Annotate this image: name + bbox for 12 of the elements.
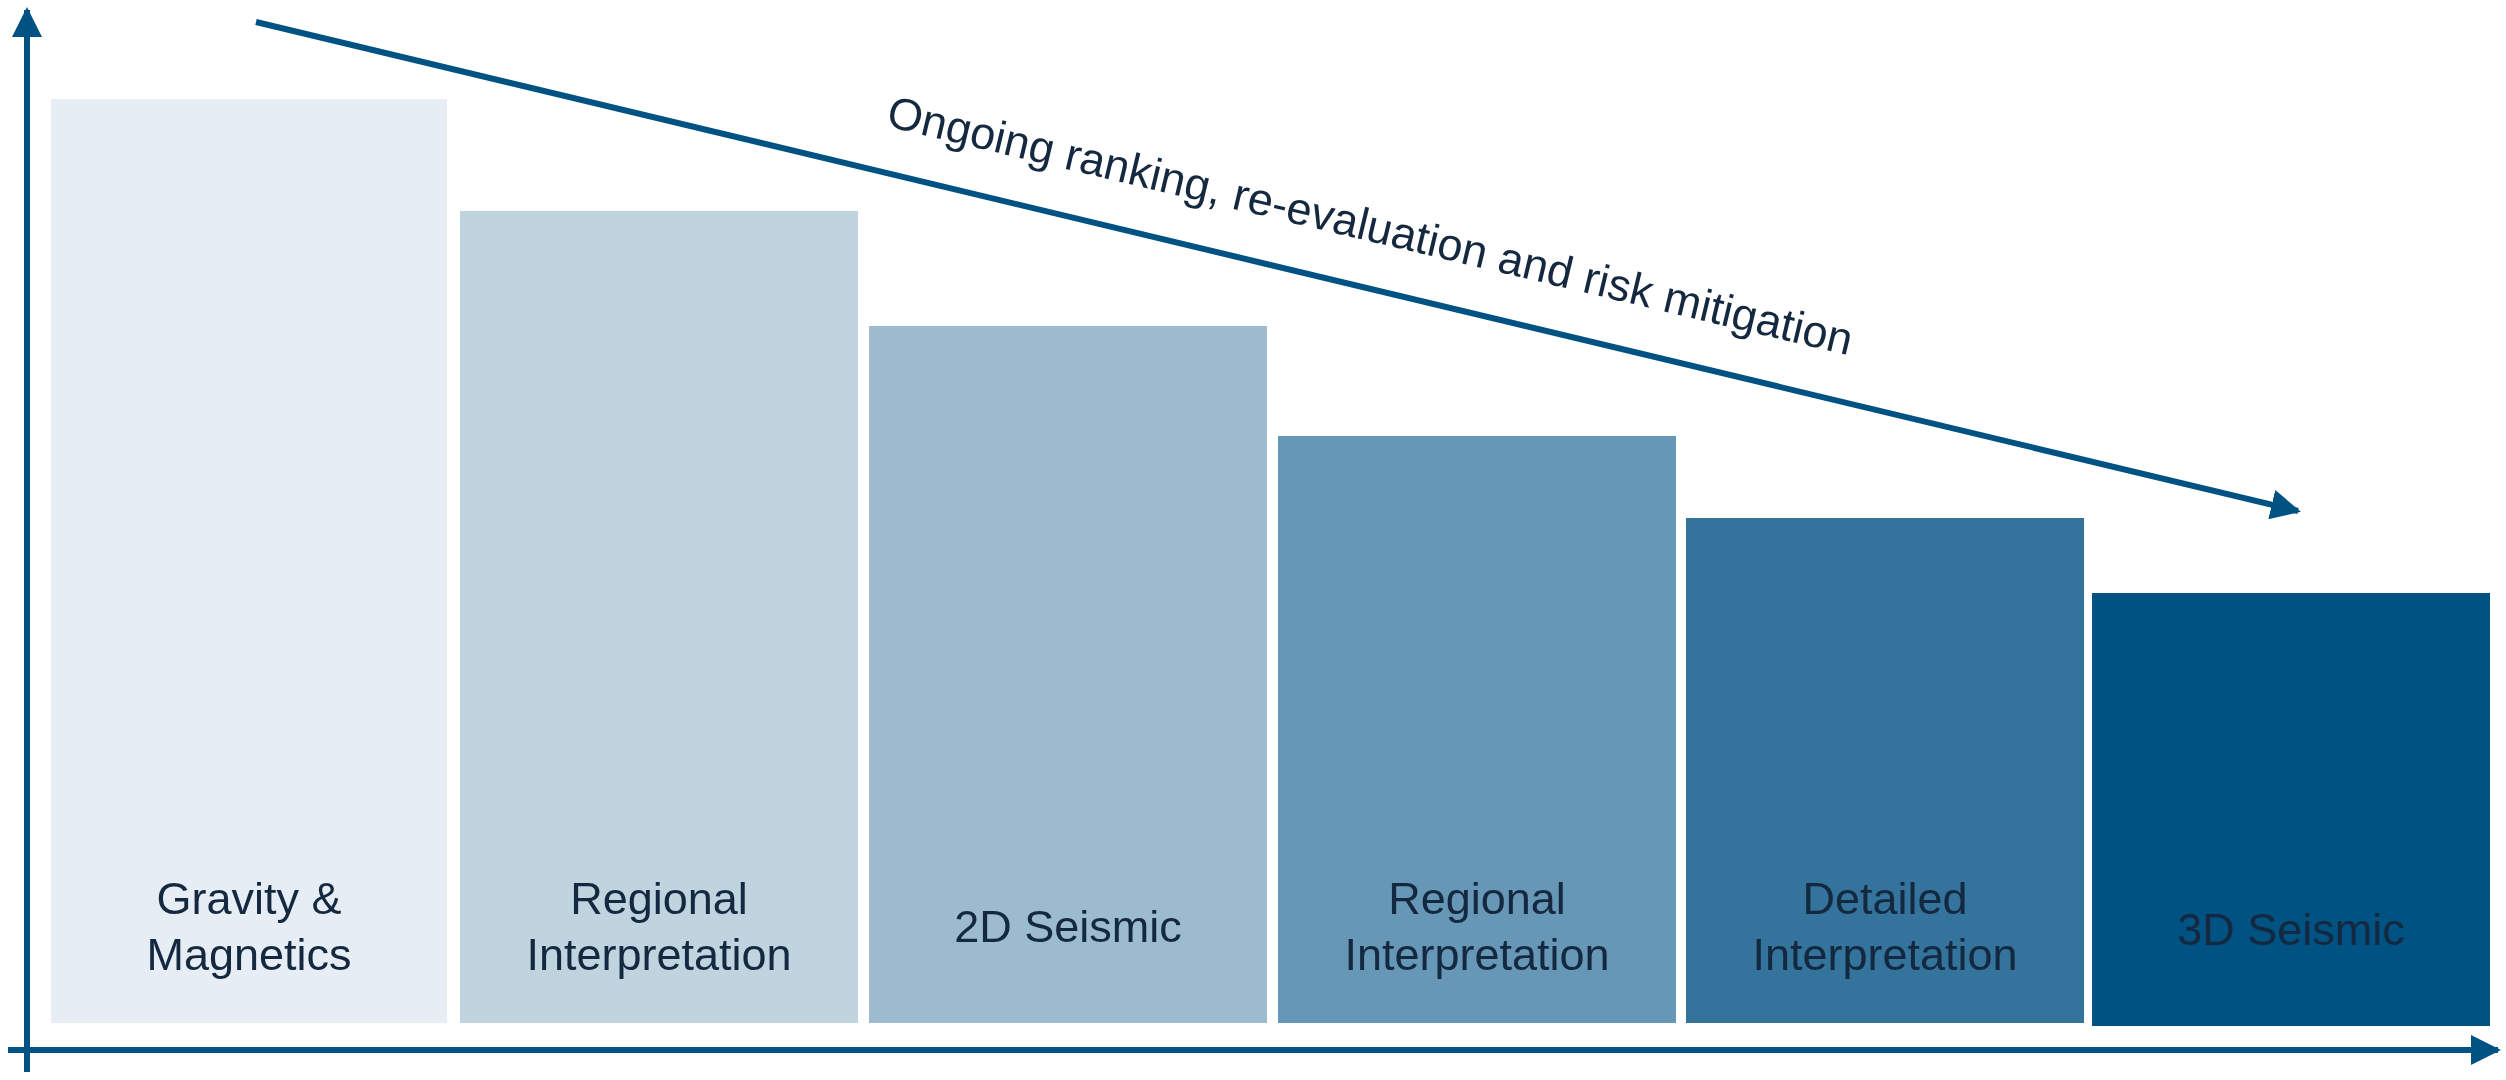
stage-label: 3D Seismic: [2176, 903, 2406, 957]
stage-bar: [1278, 436, 1676, 1023]
stage-bar: [1686, 518, 2084, 1023]
stage-bar: [460, 211, 858, 1023]
stage-label: 2D Seismic: [953, 900, 1183, 954]
stage-bar: [2092, 593, 2490, 1026]
stage-label: Detailed Interpretation: [1751, 872, 2019, 982]
stage-label: Regional Interpretation: [525, 872, 793, 982]
stage-bar: [51, 99, 447, 1023]
stage-bar: [869, 326, 1267, 1023]
stage-label: Gravity & Magnetics: [145, 872, 353, 982]
stage-label: Regional Interpretation: [1343, 872, 1611, 982]
